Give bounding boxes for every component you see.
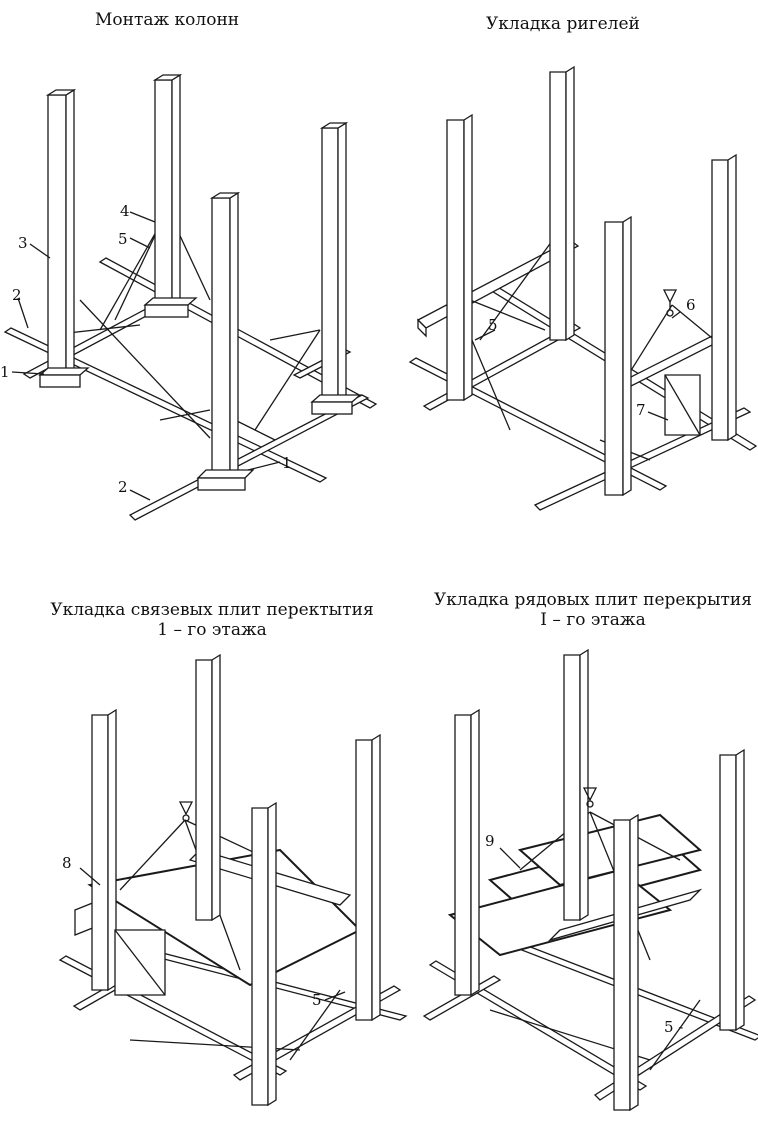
platform-p3 (114, 929, 166, 996)
title-p3-line1: Укладка связевых плит перектытия (50, 600, 374, 620)
callout-p3-8: 8 (62, 854, 72, 872)
panel-girder-placement (408, 65, 758, 511)
bracing-p2 (454, 229, 713, 461)
callout-p2-6: 6 (686, 296, 696, 314)
title-p4-line2: I – го этажа (540, 610, 646, 630)
panel3-labels (79, 867, 346, 1001)
columns-p3 (91, 653, 381, 1107)
panel2-labels (474, 311, 681, 421)
callout-p2-7: 7 (636, 401, 646, 419)
bracing (49, 224, 321, 441)
callouts: 1 2 3 4 5 2 1 5 6 7 8 5 9 5 - (0, 202, 696, 1036)
hook-p4 (582, 787, 598, 808)
title-p2: Укладка ригелей (486, 14, 640, 34)
panel-column-erection (3, 73, 378, 521)
title-p3-line2: 1 – го этажа (157, 620, 267, 640)
platform-p2 (664, 374, 701, 436)
panel-tie-slabs (58, 653, 408, 1107)
callout-p1-2b: 2 (118, 478, 128, 496)
columns-p2 (446, 65, 737, 497)
columns-p4 (454, 648, 745, 1112)
callout-p1-5: 5 (118, 230, 128, 248)
callout-p4-5: 5 - (664, 1018, 683, 1036)
callout-p1-3: 3 (18, 234, 28, 252)
callout-p4-9: 9 (485, 832, 495, 850)
hook-p2 (662, 289, 678, 317)
callout-p1-4: 4 (120, 202, 130, 220)
callout-p1-1: 1 (0, 363, 10, 381)
panel-regular-slabs (422, 648, 758, 1112)
panel4-labels (499, 847, 521, 869)
callout-p2-5: 5 (488, 316, 498, 334)
column-bases (38, 297, 362, 491)
title-p1: Монтаж колонн (95, 10, 240, 30)
panel1-labels (11, 211, 281, 501)
hook-p3 (178, 801, 194, 822)
callout-p3-5: 5 (312, 991, 322, 1009)
title-p4-line1: Укладка рядовых плит перекрытия (434, 590, 752, 610)
title-p4: Укладка рядовых плит перекрытия I – го э… (428, 590, 758, 630)
callout-p1-2: 2 (12, 286, 22, 304)
title-p3: Укладка связевых плит перектытия 1 – го … (42, 600, 382, 640)
columns (45, 73, 349, 482)
callout-p1-1b: 1 (282, 454, 292, 472)
